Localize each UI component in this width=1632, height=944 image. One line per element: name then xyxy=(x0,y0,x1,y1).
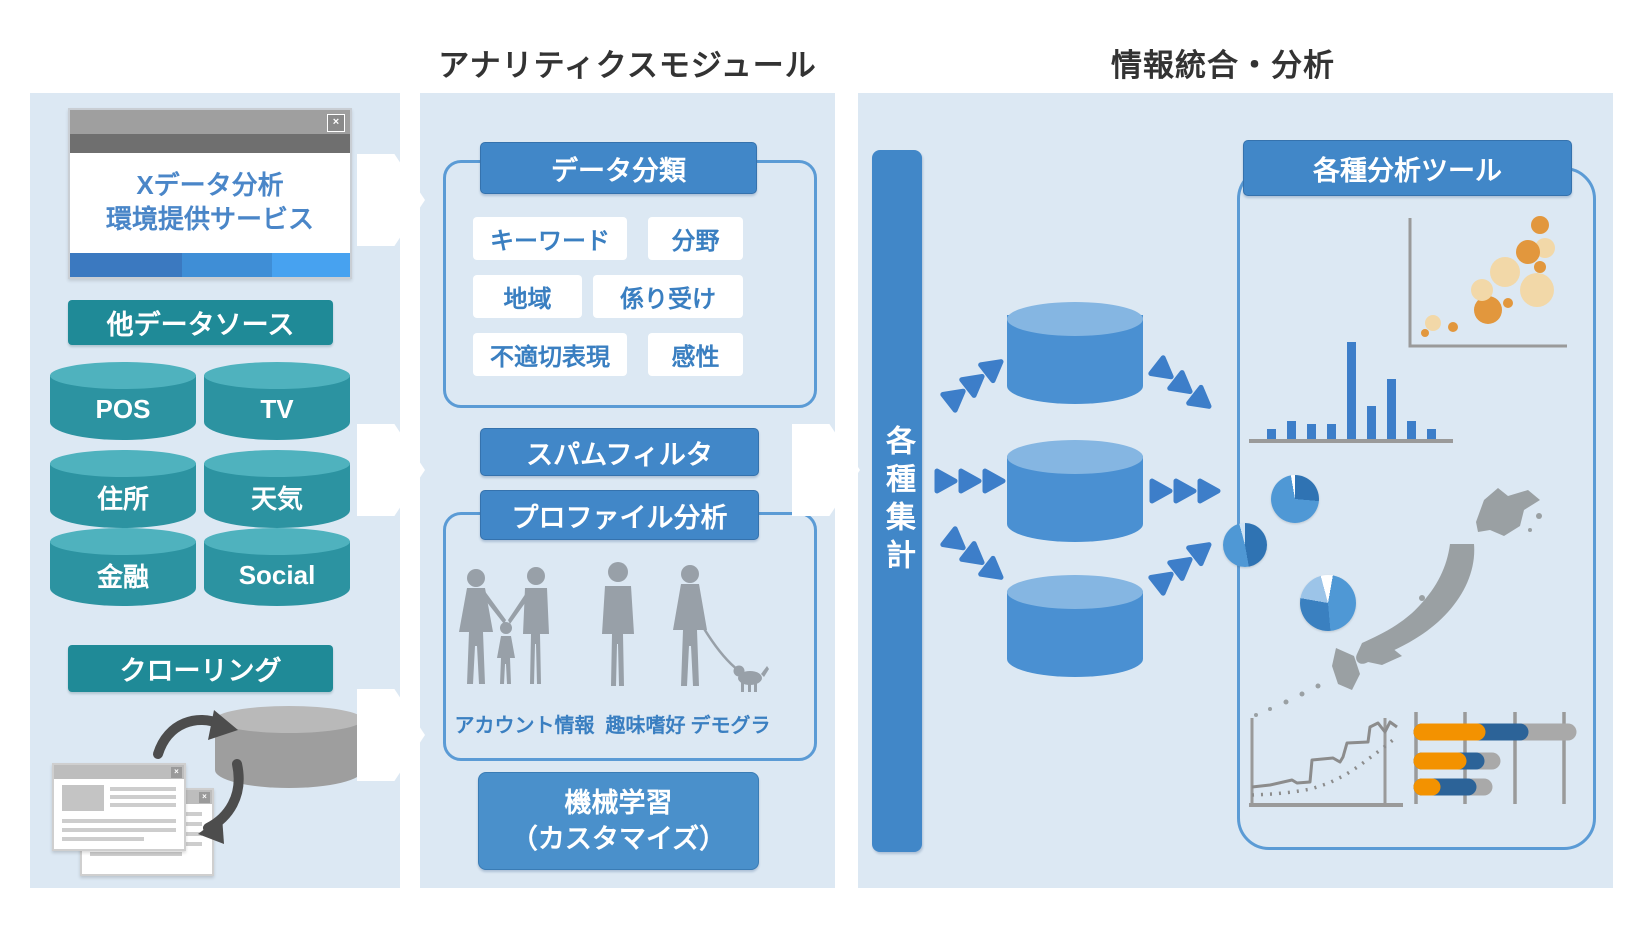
cylinder-weather: 天気 xyxy=(204,450,350,528)
browser-titlebar: × xyxy=(70,110,350,134)
spam-filter-header: スパムフィルタ xyxy=(480,428,759,476)
storage-cylinder-1 xyxy=(1007,302,1143,404)
bubble-scatter-chart xyxy=(1408,216,1567,348)
people-silhouettes-icon xyxy=(459,562,769,692)
crawl-cycle-arrows-icon xyxy=(153,710,244,844)
flow-arrows-up-right-icon xyxy=(940,359,1004,413)
machine-learning-box: 機械学習 （カスタマイズ） xyxy=(478,772,759,870)
other-data-sources-header: 他データソース xyxy=(68,300,333,345)
label-interests: 趣味嗜好 xyxy=(605,714,686,737)
service-title-line2: 環境提供サービス xyxy=(105,204,314,234)
tag-region: 地域 xyxy=(473,275,582,318)
webpage-front: × xyxy=(52,763,186,851)
label-account-info: アカウント情報 xyxy=(454,714,595,737)
close-icon: × xyxy=(199,792,210,803)
cylinder-social: Social xyxy=(204,528,350,606)
flow-arrows-down-right-icon xyxy=(1148,355,1212,409)
browser-toolbar xyxy=(70,134,350,153)
japan-map-icon xyxy=(1254,488,1542,717)
mini-bar-chart xyxy=(1249,342,1453,443)
storage-cylinder-3 xyxy=(1007,575,1143,677)
pie-chart-3 xyxy=(1300,575,1356,631)
tag-field: 分野 xyxy=(648,217,743,260)
browser-bottom-bar xyxy=(70,253,350,277)
tag-dependency: 係り受け xyxy=(593,275,743,318)
analysis-tools-header: 各種分析ツール xyxy=(1243,140,1572,196)
flow-arrows-up-right-icon xyxy=(1148,542,1212,596)
pie-chart-2 xyxy=(1223,523,1267,567)
flow-chevron-top xyxy=(357,154,425,246)
webpage-image-placeholder xyxy=(62,785,104,811)
close-icon: × xyxy=(327,114,345,132)
machine-learning-line1: 機械学習 xyxy=(564,787,673,818)
tag-inappropriate: 不適切表現 xyxy=(473,333,627,376)
storage-cylinder-2 xyxy=(1007,440,1143,542)
flow-arrows-down-right-icon xyxy=(940,526,1004,580)
flow-chevron-middle xyxy=(357,424,425,516)
flow-arrows-right-icon xyxy=(1149,478,1221,504)
machine-learning-line2: （カスタマイズ） xyxy=(510,824,727,854)
cylinder-tv: TV xyxy=(204,362,350,440)
close-icon: × xyxy=(171,767,182,778)
data-classification-header: データ分類 xyxy=(480,142,757,194)
cylinder-finance: 金融 xyxy=(50,528,196,606)
cylinder-address: 住所 xyxy=(50,450,196,528)
trend-line-chart xyxy=(1249,718,1403,807)
service-title-line1: Xデータ分析 xyxy=(136,170,284,201)
aggregation-bar: 各種集計 xyxy=(872,150,922,852)
flow-chevron-to-integration xyxy=(792,424,860,516)
service-title: Xデータ分析 環境提供サービス xyxy=(70,153,350,253)
browser-window: × Xデータ分析 環境提供サービス xyxy=(68,108,352,279)
crawling-header: クローリング xyxy=(68,645,333,692)
tag-keyword: キーワード xyxy=(473,217,627,260)
profile-analysis-header: プロファイル分析 xyxy=(480,490,759,540)
pie-chart-1 xyxy=(1271,475,1319,523)
info-integration-title: 情報統合・分析 xyxy=(1111,48,1335,83)
label-demographics: デモグラ xyxy=(690,714,771,737)
analytics-module-title: アナリティクスモジュール xyxy=(438,48,817,83)
tag-sentiment: 感性 xyxy=(648,333,743,376)
stacked-hbar-chart xyxy=(1413,712,1577,804)
flow-arrows-right-icon xyxy=(934,468,1006,494)
flow-chevron-bottom xyxy=(357,689,425,781)
cylinder-pos: POS xyxy=(50,362,196,440)
